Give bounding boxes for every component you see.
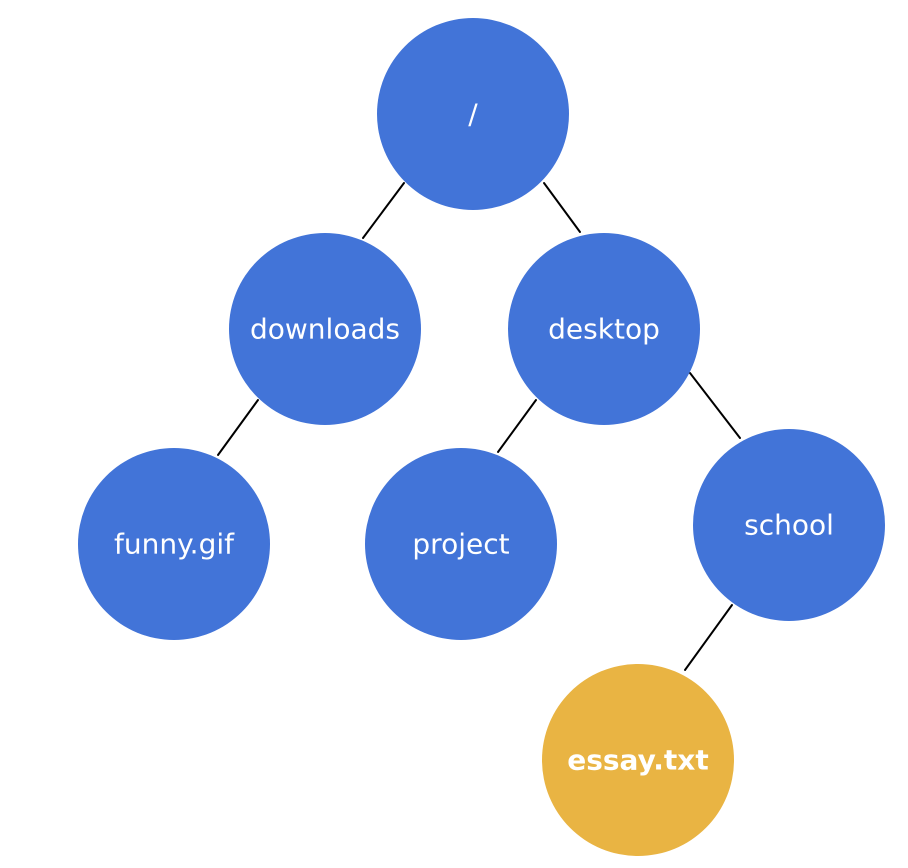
node-essay-txt[interactable]: essay.txt (542, 664, 734, 856)
node-root[interactable]: / (377, 18, 569, 210)
edge-desktop-project (497, 399, 537, 453)
nodes: / downloads desktop funny.gif project sc… (78, 18, 885, 856)
node-label: downloads (250, 313, 400, 346)
node-label: / (468, 98, 478, 131)
node-label: essay.txt (567, 744, 709, 777)
node-downloads[interactable]: downloads (229, 233, 421, 425)
edges (217, 182, 741, 671)
node-circle (229, 233, 421, 425)
node-desktop[interactable]: desktop (508, 233, 700, 425)
edge-desktop-school (689, 372, 741, 439)
node-label: desktop (548, 313, 660, 346)
edge-downloads-funny (217, 399, 259, 456)
node-label: school (744, 509, 834, 542)
node-circle (693, 429, 885, 621)
node-circle (78, 448, 270, 640)
edge-root-desktop (543, 182, 581, 233)
node-circle-highlight (542, 664, 734, 856)
node-circle (508, 233, 700, 425)
node-project[interactable]: project (365, 448, 557, 640)
edge-root-downloads (362, 182, 405, 239)
node-circle (365, 448, 557, 640)
node-label: funny.gif (114, 528, 235, 561)
node-circle (377, 18, 569, 210)
edge-school-essay (684, 604, 733, 671)
node-label: project (412, 528, 509, 561)
node-school[interactable]: school (693, 429, 885, 621)
node-funny-gif[interactable]: funny.gif (78, 448, 270, 640)
